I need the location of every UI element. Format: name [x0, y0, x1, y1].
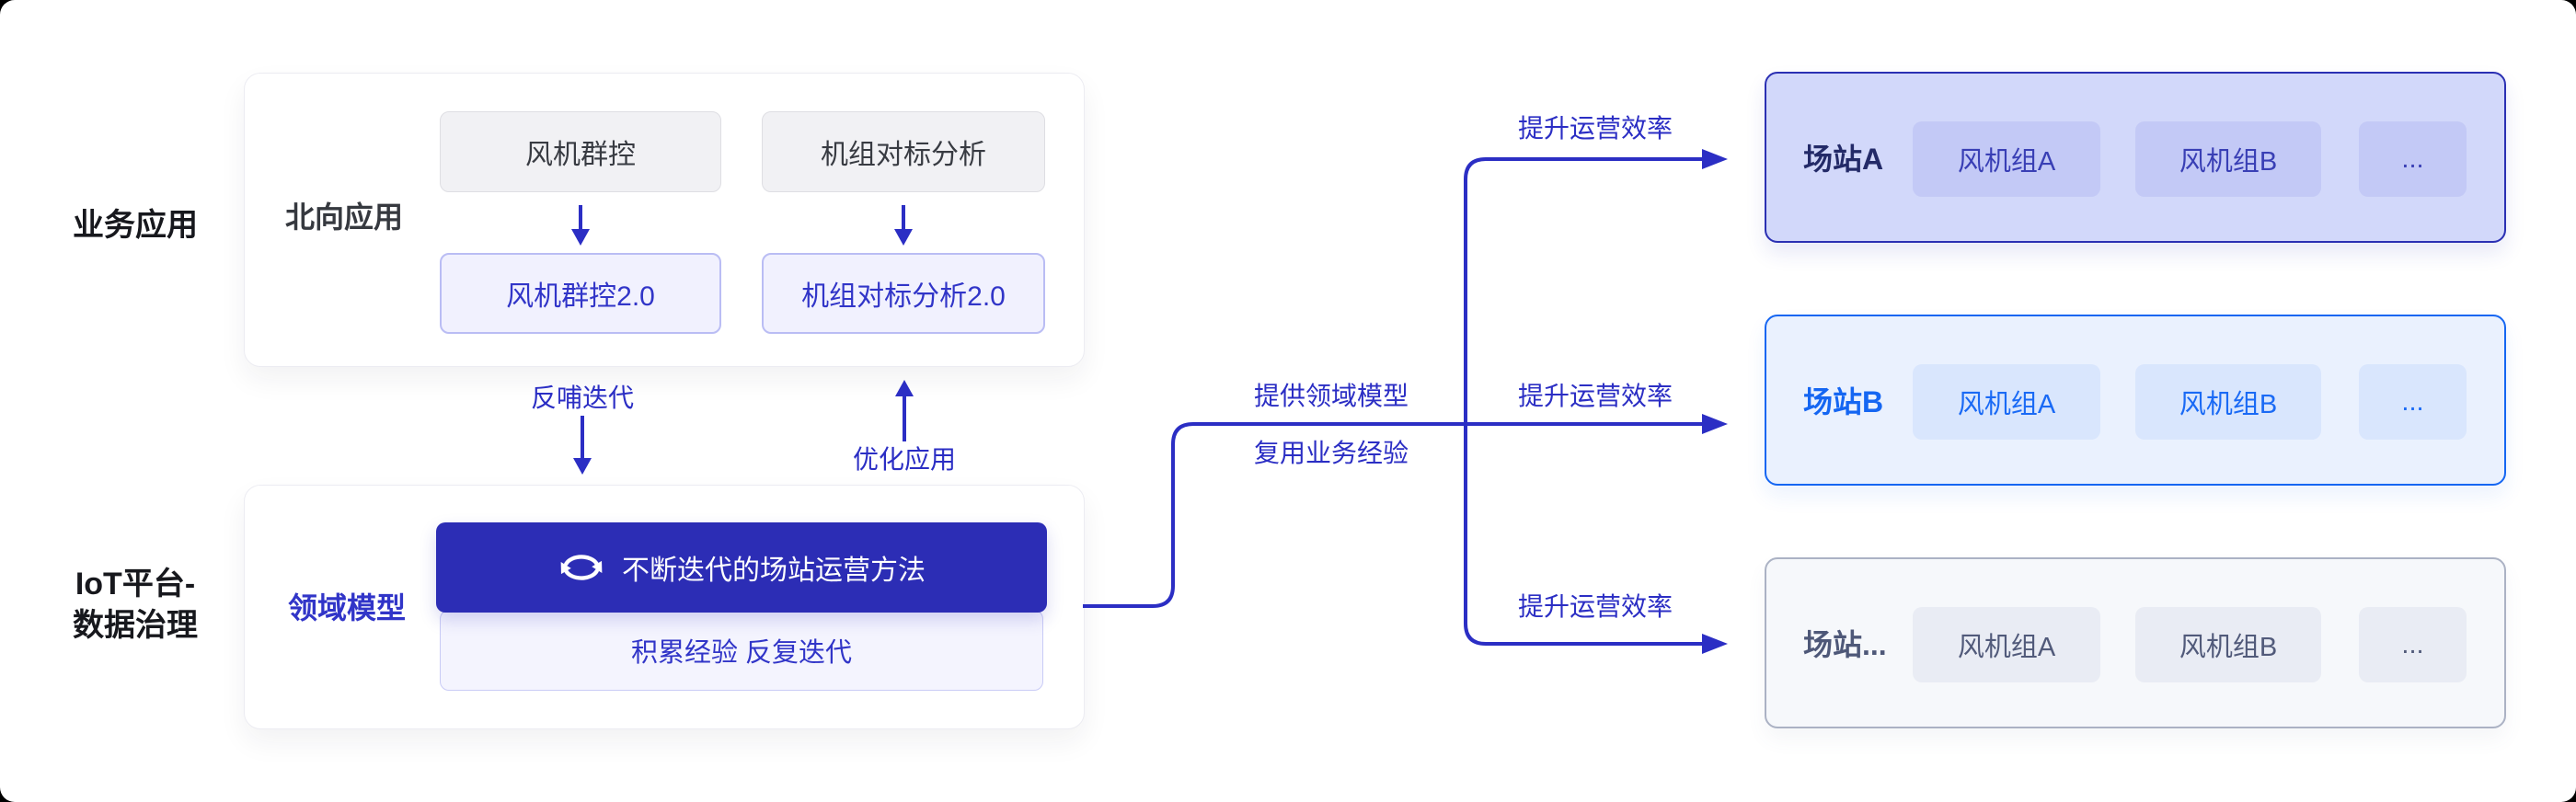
northbound-panel-label: 北向应用	[284, 200, 403, 234]
station-b-name: 场站B	[1803, 385, 1884, 418]
iot-platform-label-line2: 数据治理	[73, 608, 198, 643]
station-more-group-more: ...	[2359, 607, 2467, 682]
arrowhead-station-c	[1702, 634, 1728, 654]
app-node-benchmark-analysis-v1: 机组对标分析	[762, 111, 1045, 192]
station-b-group-b: 风机组B	[2135, 364, 2321, 440]
station-a-group-a: 风机组A	[1913, 121, 2100, 197]
business-application-label: 业务应用	[73, 208, 198, 243]
station-a-card: 场站A 风机组A 风机组B ...	[1765, 72, 2506, 243]
station-b-group-a: 风机组A	[1913, 364, 2100, 440]
efficiency-label-bottom: 提升运营效率	[1517, 592, 1673, 621]
station-b-card: 场站B 风机组A 风机组B ...	[1765, 315, 2506, 486]
station-more-card: 场站... 风机组A 风机组B ...	[1765, 557, 2506, 728]
app-node-benchmark-analysis-v2: 机组对标分析2.0	[762, 253, 1045, 334]
efficiency-label-middle: 提升运营效率	[1517, 382, 1673, 410]
app-node-fan-group-control-v1: 风机群控	[440, 111, 721, 192]
iot-platform-label: IoT平台- 数据治理	[25, 564, 246, 647]
iterating-method-text: 不断迭代的场站运营方法	[622, 556, 926, 586]
app-node-fan-group-control-v2: 风机群控2.0	[440, 253, 721, 334]
station-more-group-a: 风机组A	[1913, 607, 2100, 682]
reuse-business-experience-label: 复用业务经验	[1253, 439, 1409, 467]
domain-model-panel-label: 领域模型	[287, 591, 406, 624]
arrowhead-optimize	[895, 380, 914, 396]
arrowhead-station-b	[1702, 414, 1728, 434]
arrowhead-station-a	[1702, 149, 1728, 169]
efficiency-label-top: 提升运营效率	[1517, 114, 1673, 143]
station-a-name: 场站A	[1803, 143, 1884, 176]
loop-icon	[560, 555, 603, 580]
experience-box: 积累经验 反复迭代	[440, 610, 1043, 691]
station-more-name: 场站...	[1803, 628, 1887, 661]
arrowhead-feedback	[573, 458, 592, 475]
iot-platform-label-line1: IoT平台-	[75, 567, 196, 602]
optimize-application-label: 优化应用	[852, 445, 956, 474]
station-a-group-more: ...	[2359, 121, 2467, 197]
provide-domain-model-label: 提供领域模型	[1253, 382, 1409, 410]
station-b-group-more: ...	[2359, 364, 2467, 440]
feedback-iteration-label: 反哺迭代	[530, 384, 634, 412]
iterating-method-box: 不断迭代的场站运营方法	[436, 522, 1047, 613]
station-more-group-b: 风机组B	[2135, 607, 2321, 682]
station-a-group-b: 风机组B	[2135, 121, 2321, 197]
